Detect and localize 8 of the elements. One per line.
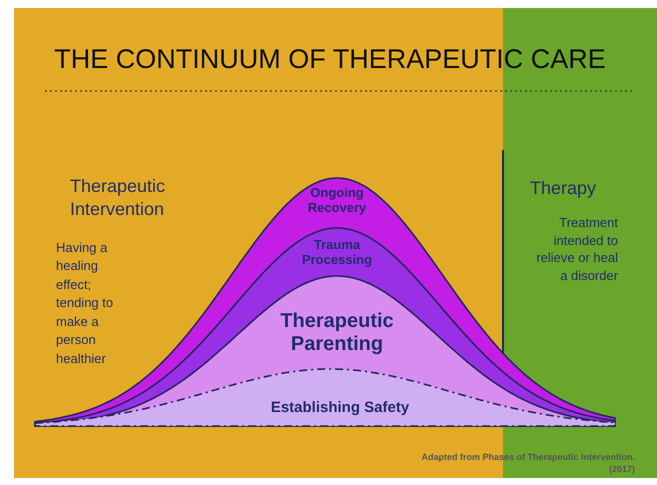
description: Having a healing effect; tending to make a person healthier (56, 239, 114, 368)
description: Treatment intended to relieve or heal a disorder (535, 214, 618, 284)
band-label: Therapeutic Parenting (279, 310, 395, 356)
heading: Therapeutic Intervention (70, 175, 166, 222)
band-label: Trauma Processing (300, 238, 374, 268)
heading: Therapy (530, 178, 598, 199)
band-label: Establishing Safety (270, 399, 410, 416)
band-label: Ongoing Recovery (306, 186, 368, 216)
